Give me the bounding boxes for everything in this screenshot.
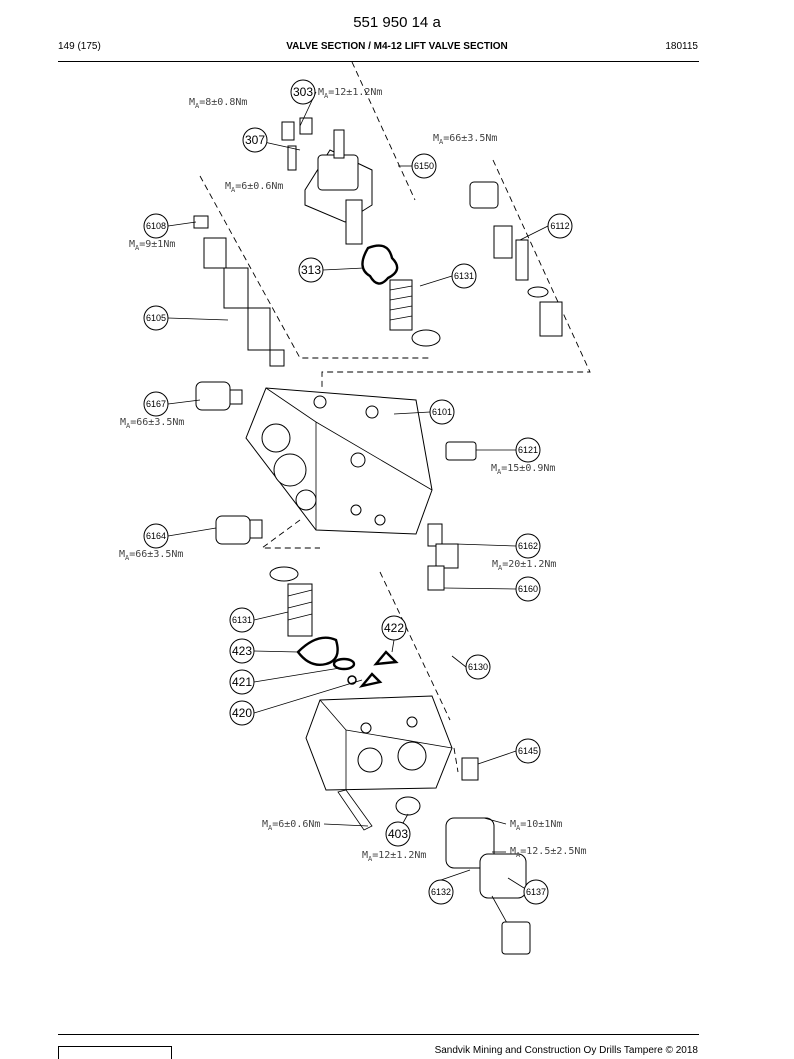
callout-6101: 6101 [429,399,455,425]
o-ring-423 [296,636,339,666]
callout-6162: 6162 [515,533,541,559]
o-ring-421 [332,657,356,671]
torque-12-5: MA=12.5±2.5Nm [510,846,586,859]
svg-text:421: 421 [232,675,252,689]
bolt-long [337,789,373,831]
svg-text:6145: 6145 [518,746,538,756]
torque-6-bottom: MA=6±0.6Nm [262,819,320,832]
page-indicator: 149 (175) [58,41,101,52]
assembly-guide-upper-left [199,175,432,359]
svg-text:403: 403 [388,827,408,841]
callout-420: 420 [229,700,255,726]
callout-6164: 6164 [143,523,169,549]
svg-text:420: 420 [232,706,252,720]
svg-text:313: 313 [301,263,321,277]
callout-6108: 6108 [143,213,169,239]
cartridge-6162 [427,523,459,569]
torque-6167: MA=66±3.5Nm [120,417,184,430]
svg-text:6167: 6167 [146,399,166,409]
callout-313: 313 [298,257,324,283]
svg-text:6131: 6131 [454,271,474,281]
svg-text:307: 307 [245,133,265,147]
valve-body-6101 [245,387,433,535]
callout-6137: 6137 [523,879,549,905]
callout-6150: 6150 [411,153,437,179]
torque-annotations: MA=12±1.2Nm MA=8±0.8Nm MA=66±3.5Nm MA=6±… [119,87,586,863]
svg-text:303: 303 [293,85,313,99]
ball-420 [347,675,357,685]
callout-6112: 6112 [547,213,573,239]
spring-6131-lower [269,566,313,637]
svg-text:423: 423 [232,644,252,658]
footer-divider [58,1034,699,1035]
callout-422: 422 [381,615,407,641]
cartridge-6112 [469,181,563,337]
o-ring-420-seal [358,672,383,688]
footer-copyright: Sandvik Mining and Construction Oy Drill… [434,1045,698,1056]
svg-text:6101: 6101 [432,407,452,417]
document-date: 180115 [665,41,698,52]
o-ring-313 [361,244,399,285]
callout-307: 307 [242,127,268,153]
cartridge-6167 [195,381,243,411]
callout-303: 303 [290,79,316,105]
cover-plate-6150 [281,117,373,245]
svg-text:6112: 6112 [550,221,569,231]
callout-6167: 6167 [143,391,169,417]
svg-text:6105: 6105 [146,313,166,323]
svg-text:422: 422 [384,621,404,635]
spring-6131-upper [389,279,441,347]
valve-body-6130 [305,695,453,791]
torque-8: MA=8±0.8Nm [189,97,247,110]
svg-text:6164: 6164 [146,531,166,541]
callout-423: 423 [229,638,255,664]
svg-text:6150: 6150 [414,161,434,171]
svg-text:6162: 6162 [518,541,538,551]
solenoid-6132 [445,817,531,955]
callout-6130: 6130 [465,654,491,680]
assembly-guide-top [351,61,416,201]
assembly-guide-lower [379,571,451,721]
document-number: 551 950 14 a [353,14,441,31]
callout-6131-lower: 6131 [229,607,255,633]
callout-6131-upper: 6131 [451,263,477,289]
svg-text:6132: 6132 [431,887,451,897]
header-divider [58,61,699,62]
svg-text:6108: 6108 [146,221,166,231]
plug-6121 [445,441,477,461]
svg-text:6160: 6160 [518,584,538,594]
torque-10: MA=10±1Nm [510,819,562,832]
callout-6121: 6121 [515,437,541,463]
cartridge-6164 [215,515,263,545]
leader-lines [167,91,549,889]
torque-6162: MA=20±1.2Nm [492,559,556,572]
svg-text:6131: 6131 [232,615,252,625]
assembly-guide-mid-left [260,519,320,549]
callout-421: 421 [229,669,255,695]
callout-403: 403 [385,821,411,847]
torque-6: MA=6±0.6Nm [225,181,283,194]
callout-6105: 6105 [143,305,169,331]
torque-403: MA=12±1.2Nm [362,850,426,863]
svg-text:6130: 6130 [468,662,488,672]
assembly-guide-bolt [453,747,459,773]
plug-403 [395,796,421,816]
torque-6121: MA=15±0.9Nm [491,463,555,476]
o-ring-422 [373,650,399,666]
torque-303: MA=12±1.2Nm [318,87,382,100]
torque-6108: MA=9±1Nm [129,239,175,252]
bolt-6145 [461,757,479,781]
svg-text:6137: 6137 [526,887,546,897]
cartridge-6105 [193,215,285,367]
plug-6160 [427,565,445,591]
callout-6145: 6145 [515,738,541,764]
page-title: VALVE SECTION / M4-12 LIFT VALVE SECTION [286,41,508,52]
torque-6112: MA=66±3.5Nm [433,133,497,146]
svg-text:6121: 6121 [518,445,538,455]
callout-6160: 6160 [515,576,541,602]
torque-6164: MA=66±3.5Nm [119,549,183,562]
callout-6132: 6132 [428,879,454,905]
